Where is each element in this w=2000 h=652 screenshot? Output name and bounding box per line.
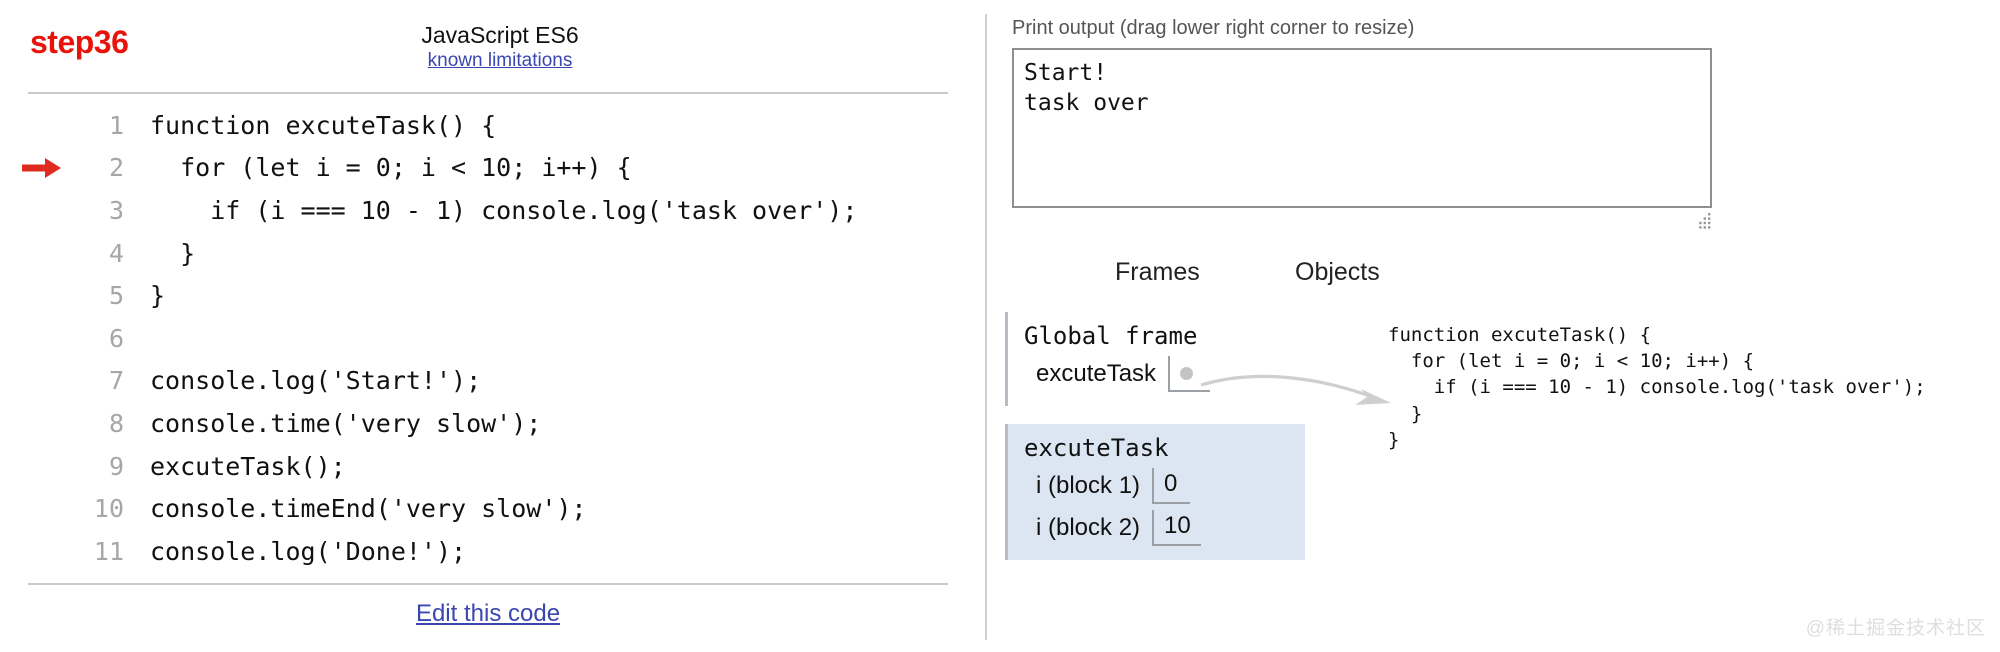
code-line: 11 console.log('Done!'); [0,530,980,573]
code-line-text: } [150,281,166,311]
execution-arrow-cell [0,147,72,190]
code-line-text: console.timeEnd('very slow'); [150,494,587,524]
code-line: 1 function excuteTask() { [0,104,980,147]
code-line-text: function excuteTask() { [150,110,497,140]
execution-arrow-cell [0,360,72,403]
language-name: JavaScript ES6 [421,22,579,48]
line-number: 6 [108,323,124,353]
panel-divider [985,14,987,640]
code-line-text: for (let i = 0; i < 10; i++) { [150,153,632,183]
known-limitations-link[interactable]: known limitations [427,50,573,72]
language-block: JavaScript ES6 known limitations [300,22,700,72]
execution-arrow-cell [0,530,72,573]
code-line: 3 if (i === 10 - 1) console.log('task ov… [0,189,980,232]
line-number: 10 [93,494,124,524]
stack-frame: excuteTask i (block 1) 0 i (block 2) 10 [1005,424,1305,560]
execution-arrow-cell [0,274,72,317]
variable-row: excuteTask [1024,356,1291,392]
pointer-dot-icon [1180,366,1194,380]
variable-name: excuteTask [1036,360,1157,387]
code-line: 7 console.log('Start!'); [0,360,980,403]
code-line: 2 for (let i = 0; i < 10; i++) { [0,147,980,190]
frames-column: Global frame excuteTask excuteTask i (block… [1005,312,1305,578]
stack-frame: Global frame excuteTask [1005,312,1305,406]
objects-column: function excuteTask() { for (let i = 0; … [1388,322,1988,453]
variable-row: i (block 1) 0 [1024,468,1291,504]
code-line-text: console.log('Done!'); [150,536,467,566]
variable-value: 0 [1152,468,1191,504]
variable-name: i (block 1) [1036,472,1141,499]
execution-arrow-cell [0,445,72,488]
code-line-text: excuteTask(); [150,451,346,481]
line-number: 8 [108,408,124,438]
execution-arrow-cell [0,317,72,360]
divider-bottom [28,583,948,585]
print-output-label: Print output (drag lower right corner to… [1012,17,1415,39]
execution-arrow-cell [0,104,72,147]
variable-name: i (block 2) [1036,514,1141,541]
step-label: step36 [30,24,129,60]
objects-heading: Objects [1295,258,1380,286]
visualization-panel: Print output (drag lower right corner to… [1005,0,2000,652]
variable-pointer-value [1168,356,1211,392]
code-line-text: } [150,238,196,268]
line-number: 11 [93,536,124,566]
execution-arrow-cell [0,232,72,275]
execution-arrow-cell [0,402,72,445]
code-line: 9 excuteTask(); [0,445,980,488]
code-panel: step36 JavaScript ES6 known limitations … [0,0,980,652]
line-number: 5 [108,281,124,311]
code-line: 5} [0,274,980,317]
code-line: 10 console.timeEnd('very slow'); [0,487,980,530]
print-output-box[interactable]: Start! task over [1012,48,1712,208]
execution-arrow-cell [0,487,72,530]
edit-this-code-link[interactable]: Edit this code [415,600,561,627]
line-number: 3 [108,195,124,225]
line-number: 2 [108,153,124,183]
code-line-text: console.log('Start!'); [150,366,482,396]
line-number: 4 [108,238,124,268]
execution-pointer-arrow-icon [22,157,61,178]
frames-heading: Frames [1115,258,1200,286]
code-line-text: if (i === 10 - 1) console.log('task over… [150,195,858,225]
watermark: @稀土掘金技术社区 [1805,618,1986,639]
variable-row: i (block 2) 10 [1024,510,1291,546]
code-line: 6 [0,317,980,360]
divider-top [28,92,948,94]
code-listing: 1 function excuteTask() { 2 for (let i = 0… [0,104,980,573]
line-number: 1 [108,110,124,140]
code-line: 8 console.time('very slow'); [0,402,980,445]
code-line-text: console.time('very slow'); [150,408,542,438]
execution-arrow-cell [0,189,72,232]
frame-title: Global frame [1024,322,1198,350]
variable-value: 10 [1152,510,1201,546]
frame-title: excuteTask [1024,434,1169,462]
line-number: 7 [108,366,124,396]
code-line: 4 } [0,232,980,275]
line-number: 9 [108,451,124,481]
resize-grip-icon[interactable] [1695,212,1713,230]
edit-code-wrap: Edit this code [28,600,948,628]
function-object-code: function excuteTask() { for (let i = 0; … [1388,324,1926,451]
